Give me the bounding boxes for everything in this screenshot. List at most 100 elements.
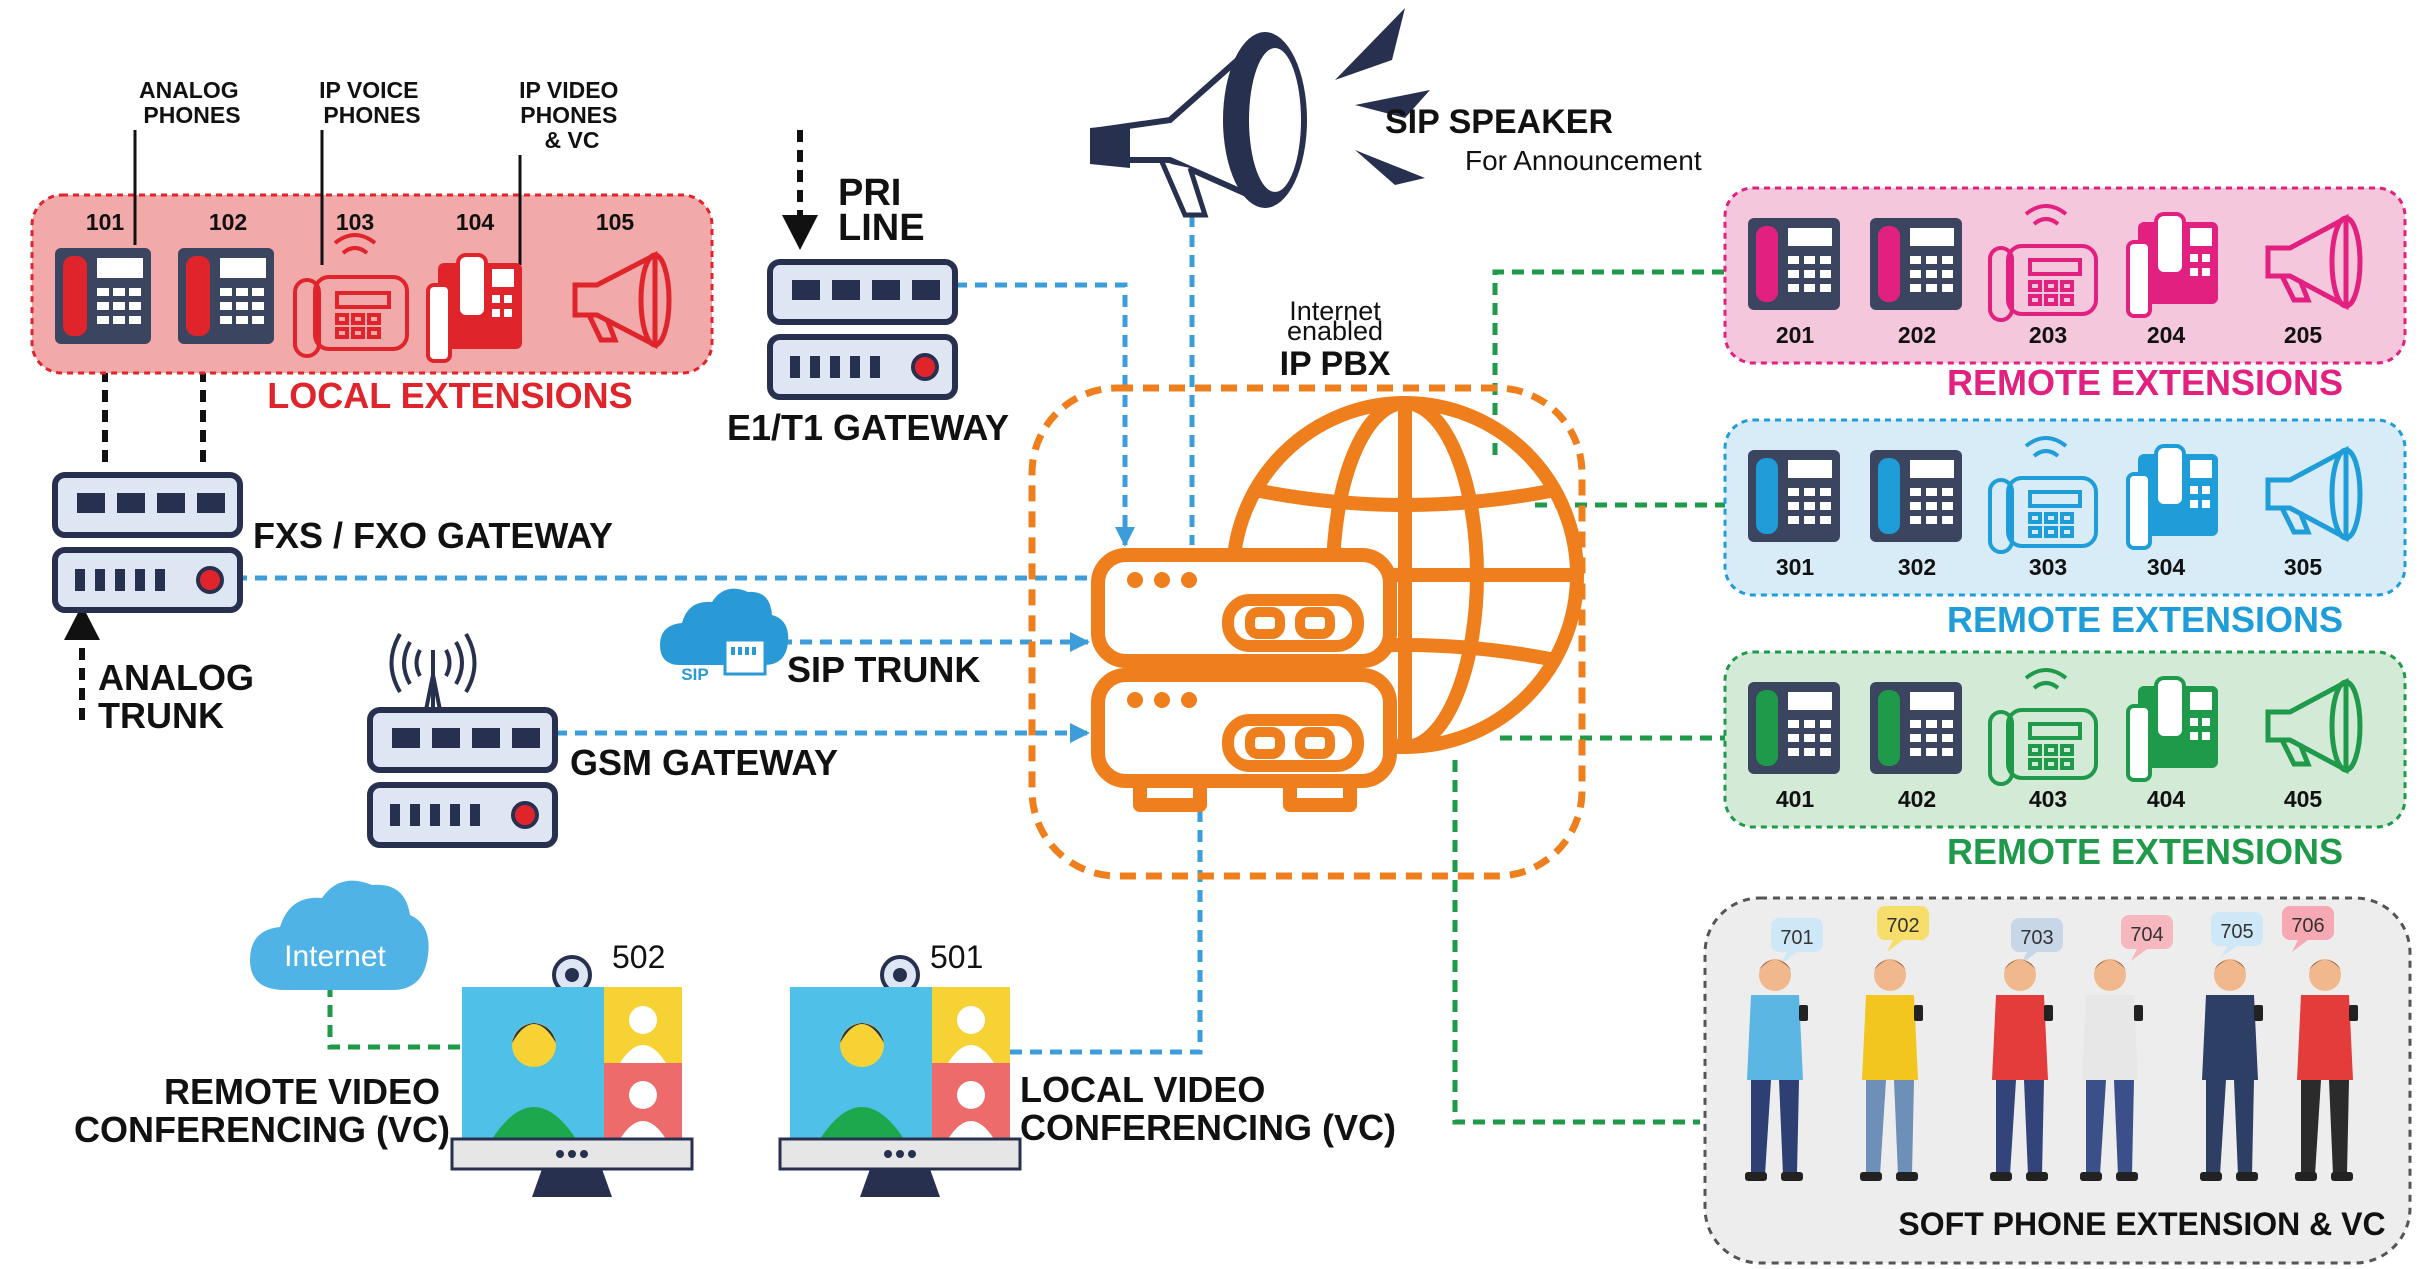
speech-bubble	[1771, 918, 1823, 952]
analog-phone-icon	[1748, 682, 1840, 774]
analog-phone-icon	[1870, 450, 1962, 542]
ext-105: 105	[596, 209, 635, 235]
analog-phone-icon	[178, 248, 274, 344]
soft-ext-705: 705	[2220, 921, 2253, 943]
e1t1-gateway-icon	[767, 259, 958, 400]
internet-label: Internet	[284, 940, 386, 973]
pbx-dashed-frame	[1028, 384, 1586, 880]
soft-phone-users: 701 702 703 704 705 706	[1745, 906, 2358, 1181]
soft-phone-label: SOFT PHONE EXTENSION & VC	[1898, 1206, 2385, 1242]
local-vc-monitor-icon	[778, 955, 1022, 1197]
soft-ext-706: 706	[2291, 915, 2324, 937]
soft-phone-user: 705	[2200, 912, 2263, 1181]
ext-301: 301	[1776, 554, 1815, 580]
megaphone-icon	[2265, 213, 2363, 311]
analog-phone-icon	[1870, 682, 1962, 774]
ext-201: 201	[1776, 322, 1815, 348]
local-vc-ext: 501	[930, 939, 983, 975]
remote-vc-ext: 502	[612, 939, 665, 975]
analog-phone-icon	[1748, 218, 1840, 310]
ext-401: 401	[1776, 786, 1815, 812]
soft-phone-user: 701	[1745, 918, 1823, 1181]
speech-bubble	[1877, 906, 1929, 940]
ext-305: 305	[2284, 554, 2323, 580]
e1t1-gateway-label: E1/T1 GATEWAY	[727, 407, 1009, 448]
speech-bubble	[2011, 918, 2063, 952]
analog-phone-icon	[55, 248, 151, 344]
speech-bubble	[2211, 912, 2263, 946]
line-localvc-to-pbx	[1010, 770, 1203, 1055]
soft-ext-704: 704	[2130, 924, 2163, 946]
pbx-label-internet: Internet	[1289, 296, 1381, 326]
soft-phone-user: 702	[1860, 906, 1929, 1181]
internet-cloud-icon: Internet	[250, 880, 429, 990]
megaphone-icon	[572, 250, 672, 350]
line-internet-to-remotevc	[327, 985, 462, 1050]
local-extensions-label: LOCAL EXTENSIONS	[267, 375, 632, 416]
smartphone-icon	[2349, 1005, 2358, 1021]
ext-203: 203	[2029, 322, 2067, 348]
sip-speaker-icon	[1090, 8, 1430, 218]
remote-extensions-label: REMOTE EXTENSIONS	[1947, 599, 2343, 640]
ext-101: 101	[86, 209, 125, 235]
ext-304: 304	[2147, 554, 2186, 580]
soft-phone-panel: 701 702 703 704 705 706 SOFT PHONE EXTENSION …	[1703, 896, 2412, 1265]
pbx-label-enabled: enabled	[1287, 316, 1383, 346]
ext-102: 102	[209, 209, 247, 235]
sip-cloud-icon: SIP	[660, 588, 789, 684]
analog-phone-icon	[1870, 218, 1962, 310]
ext-403: 403	[2029, 786, 2067, 812]
remote-vc-monitor-icon	[450, 955, 694, 1197]
ext-402: 402	[1898, 786, 1936, 812]
ext-104: 104	[456, 209, 495, 235]
ip-video-phone-icon	[426, 253, 522, 363]
analog-trunk-label: ANALOG TRUNK	[98, 657, 264, 736]
analog-trunk-arrow	[64, 605, 100, 720]
ext-302: 302	[1898, 554, 1936, 580]
pri-line-label: PRI LINE	[838, 172, 925, 249]
header-ip-video-phones: IP VIDEO PHONES & VC	[519, 77, 625, 153]
server-details	[1127, 572, 1197, 708]
ip-voice-phone-icon	[1988, 668, 2098, 786]
soft-phone-user: 703	[1990, 918, 2063, 1181]
ext-405: 405	[2284, 786, 2323, 812]
remote-vc-label: REMOTE VIDEO CONFERENCING (VC)	[74, 1071, 450, 1150]
analog-phone-icon	[1748, 450, 1840, 542]
gsm-antenna-icon	[389, 632, 477, 716]
megaphone-icon	[2265, 445, 2363, 543]
ip-video-phone-icon	[2126, 676, 2218, 782]
ip-voice-phone-icon	[1988, 436, 2098, 554]
sip-speaker-subtitle: For Announcement	[1465, 145, 1702, 176]
soft-phone-user: 706	[2282, 906, 2358, 1181]
ext-205: 205	[2284, 322, 2323, 348]
soft-ext-701: 701	[1780, 927, 1813, 949]
ext-303: 303	[2029, 554, 2067, 580]
remote-extensions-label: REMOTE EXTENSIONS	[1947, 362, 2343, 403]
pbx-label-ippbx: IP PBX	[1280, 345, 1391, 383]
local-extensions-panel: ANALOG PHONES IP VOICE PHONES IP VIDEO P…	[30, 77, 714, 416]
smartphone-icon	[2254, 1005, 2263, 1021]
soft-ext-703: 703	[2020, 927, 2053, 949]
ext-202: 202	[1898, 322, 1936, 348]
smartphone-icon	[2134, 1005, 2143, 1021]
soft-phone-user: 704	[2080, 915, 2173, 1181]
gsm-gateway-label: GSM GATEWAY	[570, 742, 838, 783]
ext-404: 404	[2147, 786, 2186, 812]
line-pbx-to-soft	[1452, 760, 1700, 1125]
ip-voice-phone-icon	[293, 233, 409, 358]
sip-trunk-label: SIP TRUNK	[787, 649, 980, 690]
ip-video-phone-icon	[2126, 212, 2218, 318]
remote-extensions-label: REMOTE EXTENSIONS	[1947, 831, 2343, 872]
megaphone-icon	[2265, 677, 2363, 775]
sip-badge: SIP	[681, 665, 708, 684]
gsm-gateway-icon	[367, 707, 558, 848]
ip-video-phone-icon	[2126, 444, 2218, 550]
pri-arrow	[782, 130, 818, 250]
smartphone-icon	[2044, 1005, 2053, 1021]
smartphone-icon	[1914, 1005, 1923, 1021]
speech-bubble	[2121, 915, 2173, 949]
